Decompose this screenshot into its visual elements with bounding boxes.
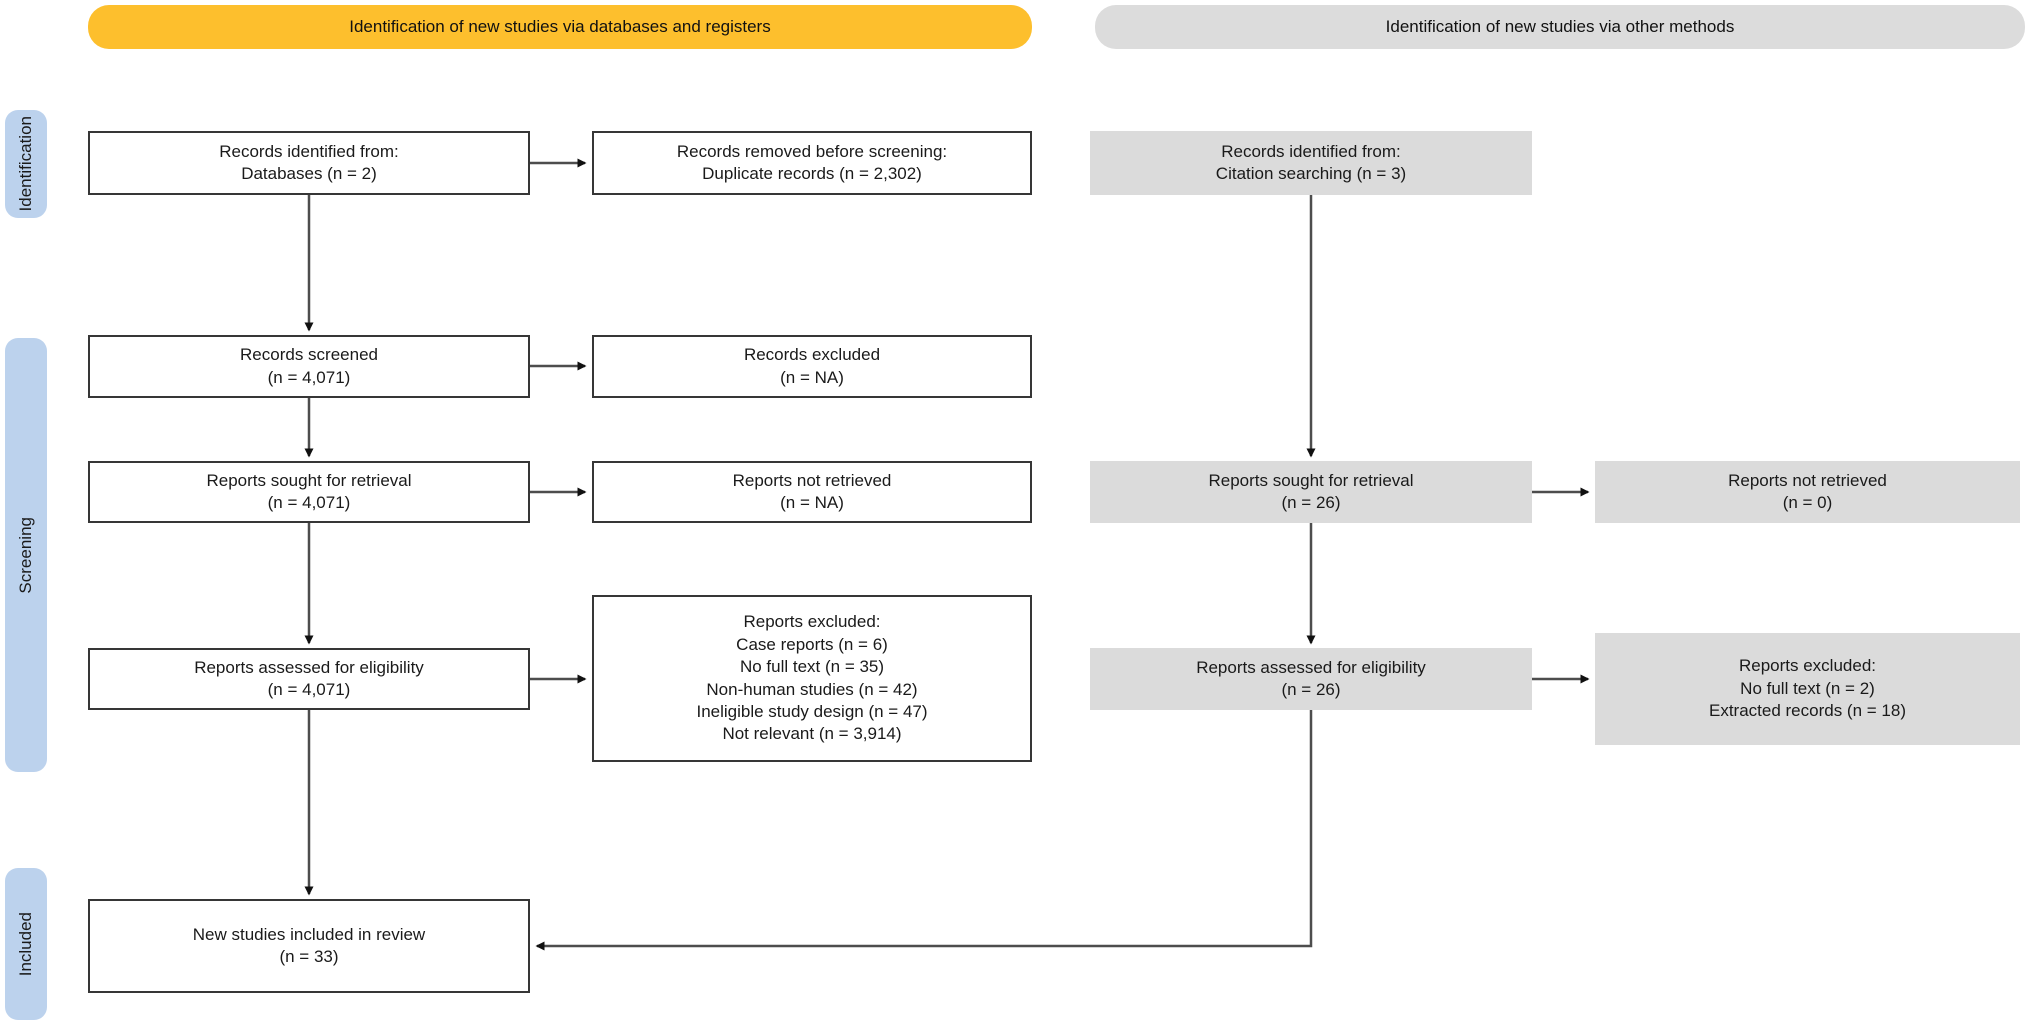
box-records-identified-citation: Records identified from: Citation search…: [1090, 131, 1532, 195]
box-reports-not-retrieved-databases: Reports not retrieved (n = NA): [592, 461, 1032, 523]
header-databases-registers: Identification of new studies via databa…: [88, 5, 1032, 49]
box-reports-sought-databases: Reports sought for retrieval (n = 4,071): [88, 461, 530, 523]
phase-label-screening: Screening: [5, 338, 47, 772]
box-reports-assessed-databases: Reports assessed for eligibility (n = 4,…: [88, 648, 530, 710]
header-other-methods-label: Identification of new studies via other …: [1385, 17, 1735, 36]
box-records-screened: Records screened (n = 4,071): [88, 335, 530, 398]
exclusion-reason: Case reports (n = 6): [736, 634, 888, 654]
exclusion-reason: Non-human studies (n = 42): [706, 679, 918, 699]
header-other-methods: Identification of new studies via other …: [1095, 5, 2025, 49]
exclusion-reason: No full text (n = 2): [1740, 678, 1875, 698]
box-records-removed-before-screening: Records removed before screening: Duplic…: [592, 131, 1032, 195]
exclusion-reason: Ineligible study design (n = 47): [696, 701, 928, 721]
box-reports-not-retrieved-other: Reports not retrieved (n = 0): [1595, 461, 2020, 523]
phase-label-identification: Identification: [5, 110, 47, 218]
box-reports-excluded-other: Reports excluded: No full text (n = 2) E…: [1595, 633, 2020, 745]
box-reports-sought-other: Reports sought for retrieval (n = 26): [1090, 461, 1532, 523]
header-databases-label: Identification of new studies via databa…: [349, 17, 771, 36]
box-reports-excluded-databases: Reports excluded: Case reports (n = 6) N…: [592, 595, 1032, 762]
exclusion-reason: No full text (n = 35): [739, 657, 885, 677]
phase-label-included: Included: [5, 868, 47, 1020]
box-records-identified-databases: Records identified from: Databases (n = …: [88, 131, 530, 195]
box-records-excluded: Records excluded (n = NA): [592, 335, 1032, 398]
exclusion-reason: Not relevant (n = 3,914): [722, 724, 902, 744]
exclusion-reason: Extracted records (n = 18): [1708, 701, 1906, 721]
box-reports-assessed-other: Reports assessed for eligibility (n = 26…: [1090, 648, 1532, 710]
box-new-studies-included: New studies included in review (n = 33): [88, 899, 530, 993]
